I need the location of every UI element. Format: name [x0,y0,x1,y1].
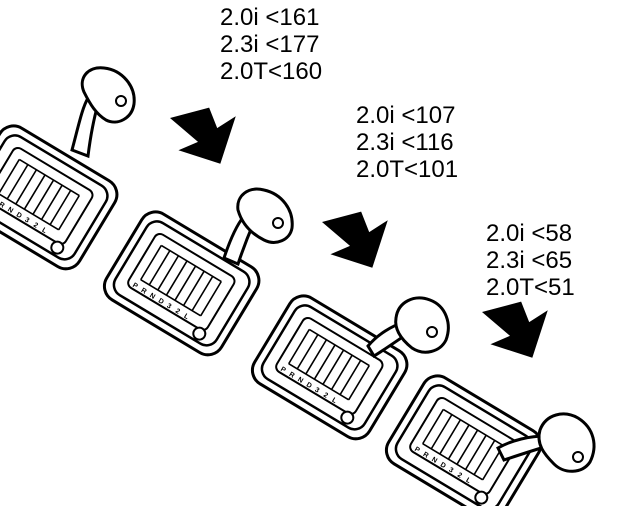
gear-letter: D [157,297,165,306]
gear-letter: D [15,211,23,220]
speed-line: 2.3i <65 [486,247,573,274]
gear-letter: L [41,227,49,236]
speed-line: 2.3i <177 [220,31,320,58]
gear-letter: 2 [174,308,181,316]
gear-letter: 3 [447,467,454,475]
speed-line: 2.0i <161 [220,4,320,31]
speed-line: 2.0T<160 [220,58,323,85]
speed-label-stage-2: 2.0i <107 2.3i <116 2.0T<101 [356,102,458,183]
speed-line: 2.0i <107 [356,102,456,129]
speed-label-stage-3: 2.0i <58 2.3i <65 2.0T<51 [486,220,575,301]
gear-letter: R [140,287,148,296]
shift-button-icon [426,326,438,338]
gear-letter: D [305,381,313,390]
down-arrow-icon [313,201,388,268]
gear-letter: P [131,282,139,291]
gear-letter: 3 [23,217,30,225]
down-arrow-icon [473,291,548,358]
shift-lever-2 [222,187,294,267]
gear-letter: L [183,313,191,322]
gear-letter: P [279,366,287,375]
speed-line: 2.0i <58 [486,220,573,247]
gear-letter: R [0,201,6,210]
gear-letter: P [413,446,421,455]
shift-lever-1 [70,66,136,159]
speed-line: 2.0T<101 [356,156,459,183]
shift-button-icon [272,217,284,229]
shift-lever-4 [496,412,596,473]
gear-letter: L [331,397,339,406]
speed-line: 2.3i <116 [356,129,454,156]
gear-letter: N [148,292,156,301]
shift-lever-3 [366,296,450,359]
shift-button-icon [115,95,127,107]
gear-letter: L [465,477,473,486]
gear-letter: 3 [313,387,320,395]
gear-letter: N [430,456,438,465]
speed-line: 2.0T<51 [486,274,575,301]
gear-letter: D [439,461,447,470]
gear-letter: 2 [456,472,463,480]
down-arrow-icon [161,97,236,164]
gear-letter: 2 [32,222,39,230]
gear-letter: R [288,371,296,380]
gear-letter: R [422,451,430,460]
gear-letter: N [6,206,14,215]
gear-letter: 3 [165,303,172,311]
speed-label-stage-1: 2.0i <161 2.3i <177 2.0T<160 [220,4,322,85]
gear-letter: N [296,376,304,385]
shift-button-icon [572,451,584,463]
gear-letter: 2 [322,392,329,400]
